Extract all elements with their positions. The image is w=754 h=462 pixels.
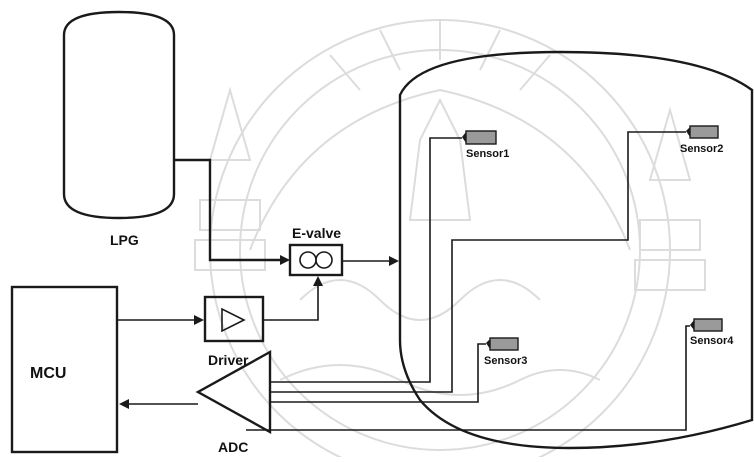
sensor1-label: Sensor1 [466, 148, 509, 160]
adc-label: ADC [218, 439, 248, 455]
e-valve [288, 243, 344, 277]
mcu-block [10, 285, 119, 454]
lpg-pipe [174, 158, 283, 262]
lpg-tank [62, 10, 176, 220]
driver-to-valve-line [263, 283, 319, 321]
mcu-to-driver-arrow [194, 315, 204, 325]
driver-block [203, 295, 265, 343]
sensor4-icon [690, 318, 723, 332]
valve-output-arrow [389, 256, 399, 266]
sensor2-icon [686, 125, 719, 139]
sensor3-icon [486, 337, 519, 351]
mcu-label: MCU [30, 365, 66, 382]
lpg-pipe-arrow [280, 255, 290, 265]
sensor2-wire [270, 131, 686, 393]
sensor3-label: Sensor3 [484, 355, 527, 367]
sensor3-wire [270, 343, 486, 403]
sensor4-label: Sensor4 [690, 335, 734, 347]
lpg-label: LPG [110, 232, 139, 248]
evalve-label: E-valve [292, 225, 341, 241]
driver-to-valve-arrow [313, 276, 323, 286]
driver-label: Driver [208, 352, 249, 368]
test-chamber [398, 50, 754, 450]
watermark-seal [194, 19, 706, 462]
sensor1-wire [270, 137, 462, 383]
sensor4-wire [246, 325, 690, 431]
sensor1-icon [462, 130, 497, 145]
sensor2-label: Sensor2 [680, 143, 723, 155]
adc-to-mcu-arrow [119, 399, 129, 409]
